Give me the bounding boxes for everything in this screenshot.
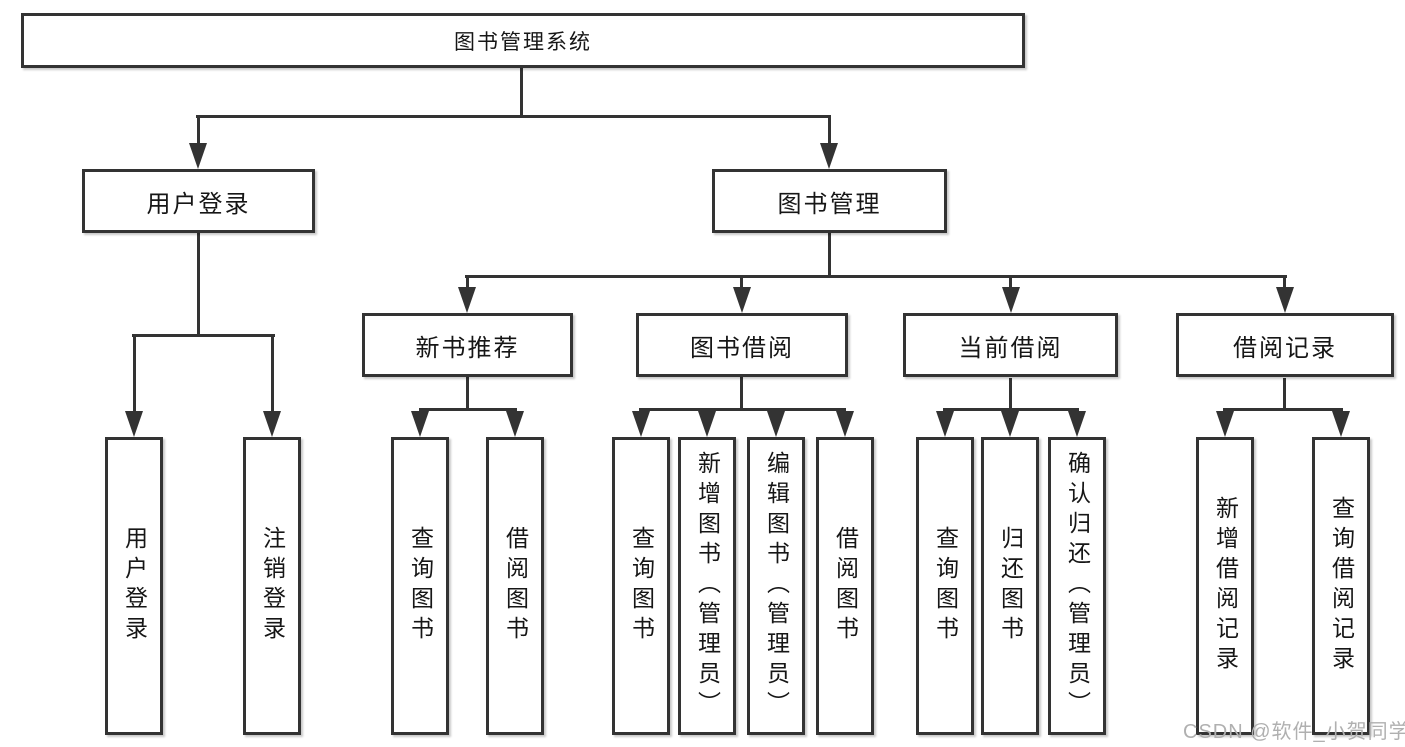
leaf-logout: 注销登录 xyxy=(243,437,301,735)
arrowhead-leaf-query3 xyxy=(936,411,954,437)
connector-borrowing-records-stem xyxy=(1283,378,1286,410)
connector-user-login-bar xyxy=(132,334,275,337)
arrowhead-book-borrowing xyxy=(733,287,751,313)
connector-to-new-book xyxy=(466,275,469,289)
node-root: 图书管理系统 xyxy=(21,13,1025,68)
arrowhead-leaf-query2 xyxy=(632,411,650,437)
leaf-query-borrow-record-label: 查询借阅记录 xyxy=(1328,496,1355,676)
leaf-query-books-1: 查询图书 xyxy=(391,437,449,735)
leaf-borrow-books-1: 借阅图书 xyxy=(486,437,544,735)
arrowhead-leaf-borrow1 xyxy=(506,411,524,437)
leaf-query-books-2-label: 查询图书 xyxy=(628,526,655,646)
leaf-borrow-books-2: 借阅图书 xyxy=(816,437,874,735)
connector-to-borrowing-records xyxy=(1283,275,1286,289)
leaf-add-book-admin-label: 新增图书（管理员） xyxy=(694,451,721,721)
leaf-query-books-3-label: 查询图书 xyxy=(932,526,959,646)
node-current-borrowing: 当前借阅 xyxy=(903,313,1118,377)
arrowhead-leaf-logout xyxy=(263,411,281,437)
leaf-edit-book-admin-label: 编辑图书（管理员） xyxy=(763,451,790,721)
connector-book-management-stem xyxy=(828,232,831,278)
connector-borrowing-records-bar xyxy=(1223,408,1343,411)
leaf-logout-label: 注销登录 xyxy=(259,526,286,646)
arrowhead-new-book xyxy=(458,287,476,313)
node-book-borrowing-label: 图书借阅 xyxy=(690,334,794,362)
node-new-book-recommendation-label: 新书推荐 xyxy=(415,334,520,362)
connector-root-stem xyxy=(520,67,523,118)
csdn-watermark: CSDN @软件_小贺同学 xyxy=(1183,721,1405,743)
connector-root-bar xyxy=(196,115,831,118)
node-user-login-label: 用户登录 xyxy=(146,190,251,218)
leaf-add-borrow-record: 新增借阅记录 xyxy=(1196,437,1254,735)
connector-to-book-borrowing xyxy=(740,275,743,289)
arrowhead-leaf-user-login xyxy=(125,411,143,437)
node-book-management-label: 图书管理 xyxy=(777,190,882,218)
leaf-query-books-1-label: 查询图书 xyxy=(407,526,434,646)
arrowhead-leaf-query-record xyxy=(1332,411,1350,437)
arrowhead-current-borrowing xyxy=(1002,287,1020,313)
leaf-borrow-books-1-label: 借阅图书 xyxy=(502,526,529,646)
connector-new-book-stem xyxy=(466,377,469,410)
leaf-user-login: 用户登录 xyxy=(105,437,163,735)
leaf-query-books-3: 查询图书 xyxy=(916,437,974,735)
arrowhead-leaf-borrow2 xyxy=(836,411,854,437)
leaf-edit-book-admin: 编辑图书（管理员） xyxy=(747,437,805,735)
connector-book-borrowing-stem xyxy=(740,377,743,410)
arrowhead-leaf-return xyxy=(1001,411,1019,437)
leaf-confirm-return-admin-label: 确认归还（管理员） xyxy=(1064,451,1091,721)
arrowhead-leaf-query1 xyxy=(411,411,429,437)
arrowhead-book-management xyxy=(820,143,838,169)
node-book-borrowing: 图书借阅 xyxy=(636,313,848,377)
connector-root-to-user-login xyxy=(197,115,200,147)
arrowhead-leaf-confirm-return xyxy=(1068,411,1086,437)
arrowhead-user-login xyxy=(189,143,207,169)
connector-to-current-borrowing xyxy=(1009,275,1012,289)
node-current-borrowing-label: 当前借阅 xyxy=(958,334,1063,362)
leaf-borrow-books-2-label: 借阅图书 xyxy=(832,526,859,646)
node-borrowing-records: 借阅记录 xyxy=(1176,313,1394,377)
connector-current-borrowing-stem xyxy=(1009,378,1012,410)
connector-to-leaf-user-login xyxy=(133,334,136,417)
leaf-return-book-label: 归还图书 xyxy=(997,526,1024,646)
connector-root-to-book-management xyxy=(828,115,831,147)
connector-new-book-bar xyxy=(419,408,517,411)
node-root-label: 图书管理系统 xyxy=(454,30,592,54)
connector-to-leaf-logout xyxy=(271,334,274,417)
leaf-user-login-label: 用户登录 xyxy=(121,526,148,646)
arrowhead-borrowing-records xyxy=(1276,287,1294,313)
leaf-return-book: 归还图书 xyxy=(981,437,1039,735)
leaf-confirm-return-admin: 确认归还（管理员） xyxy=(1048,437,1106,735)
node-book-management: 图书管理 xyxy=(712,169,947,233)
connector-user-login-stem xyxy=(197,233,200,337)
leaf-query-borrow-record: 查询借阅记录 xyxy=(1312,437,1370,735)
arrowhead-leaf-add-record xyxy=(1216,411,1234,437)
leaf-add-borrow-record-label: 新增借阅记录 xyxy=(1212,496,1239,676)
node-borrowing-records-label: 借阅记录 xyxy=(1233,334,1337,362)
leaf-add-book-admin: 新增图书（管理员） xyxy=(678,437,736,735)
arrowhead-leaf-add-book xyxy=(698,411,716,437)
node-user-login: 用户登录 xyxy=(82,169,315,233)
arrowhead-leaf-edit-book xyxy=(767,411,785,437)
leaf-query-books-2: 查询图书 xyxy=(612,437,670,735)
node-new-book-recommendation: 新书推荐 xyxy=(362,313,573,377)
connector-book-borrowing-bar xyxy=(639,408,846,411)
connector-book-management-bar xyxy=(465,275,1287,278)
